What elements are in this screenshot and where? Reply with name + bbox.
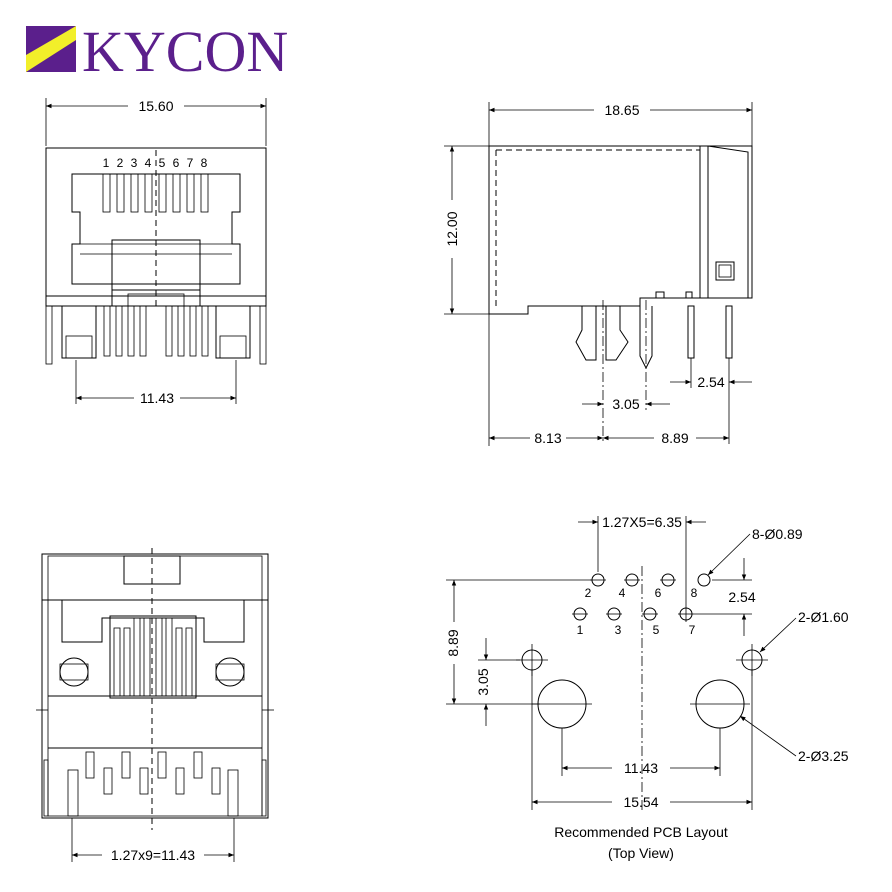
side-row-spacing-dim: 2.54	[697, 374, 724, 390]
svg-text:1: 1	[577, 623, 584, 637]
svg-text:4: 4	[145, 156, 152, 170]
pcb-outer-span-dim: 15.54	[623, 794, 658, 810]
side-pin-offset-dim: 3.05	[612, 396, 639, 412]
front-width-dim: 15.60	[138, 98, 173, 114]
pcb-inner-span-dim: 11.43	[624, 760, 658, 776]
svg-text:4: 4	[619, 586, 626, 600]
svg-text:5: 5	[653, 623, 660, 637]
bottom-pitch-dim: 1.27x9=11.43	[111, 847, 195, 863]
front-leads	[45, 305, 267, 365]
svg-text:7: 7	[689, 623, 696, 637]
front-tab-spacing-dim: 11.43	[140, 390, 174, 406]
side-length-dim: 18.65	[604, 102, 639, 118]
kycon-logo: KYCON	[26, 19, 288, 84]
svg-text:5: 5	[159, 156, 166, 170]
svg-text:6: 6	[173, 156, 180, 170]
svg-text:2: 2	[117, 156, 124, 170]
logo-mark-purple-bottom	[26, 40, 76, 72]
pcb-offset-dim: 3.05	[475, 668, 491, 695]
side-view: 18.65 12.00 2.54 3.05	[444, 102, 753, 446]
pcb-small-hole-note: 8-Ø0.89	[752, 526, 803, 542]
side-height-dim: 12.00	[444, 211, 460, 246]
svg-text:2: 2	[585, 586, 592, 600]
bottom-view: 1.27x9=11.43	[36, 548, 274, 863]
side-right-dim: 8.89	[661, 430, 688, 446]
pcb-height-dim: 8.89	[445, 629, 461, 656]
svg-text:1: 1	[103, 156, 110, 170]
svg-text:6: 6	[655, 586, 662, 600]
pcb-caption-subtitle: (Top View)	[608, 845, 674, 861]
svg-text:3: 3	[615, 623, 622, 637]
bottom-pins	[43, 751, 267, 817]
bottom-contact-block	[109, 615, 197, 699]
pcb-layout: 1.27X5=6.35 2 4 6 8	[445, 514, 849, 861]
svg-text:8: 8	[691, 586, 698, 600]
front-contacts	[102, 173, 209, 213]
svg-text:3: 3	[131, 156, 138, 170]
pcb-small-holes	[572, 573, 711, 621]
side-left-dim: 8.13	[534, 430, 561, 446]
pcb-pin-labels: 2 4 6 8 1 3 5 7	[577, 586, 698, 637]
front-pin-labels: 1 2 3 4 5 6 7 8	[103, 156, 208, 170]
svg-text:8: 8	[201, 156, 208, 170]
pcb-mid-hole-note: 2-Ø1.60	[798, 609, 849, 625]
front-view: 15.60 1 2 3 4 5 6	[45, 98, 267, 406]
logo-text: KYCON	[82, 19, 288, 84]
pcb-large-hole-note: 2-Ø3.25	[798, 748, 849, 764]
pcb-pitch-dim: 1.27X5=6.35	[602, 514, 682, 530]
pcb-caption-title: Recommended PCB Layout	[554, 824, 728, 840]
pcb-row-spacing-dim: 2.54	[728, 589, 755, 605]
svg-text:7: 7	[187, 156, 194, 170]
